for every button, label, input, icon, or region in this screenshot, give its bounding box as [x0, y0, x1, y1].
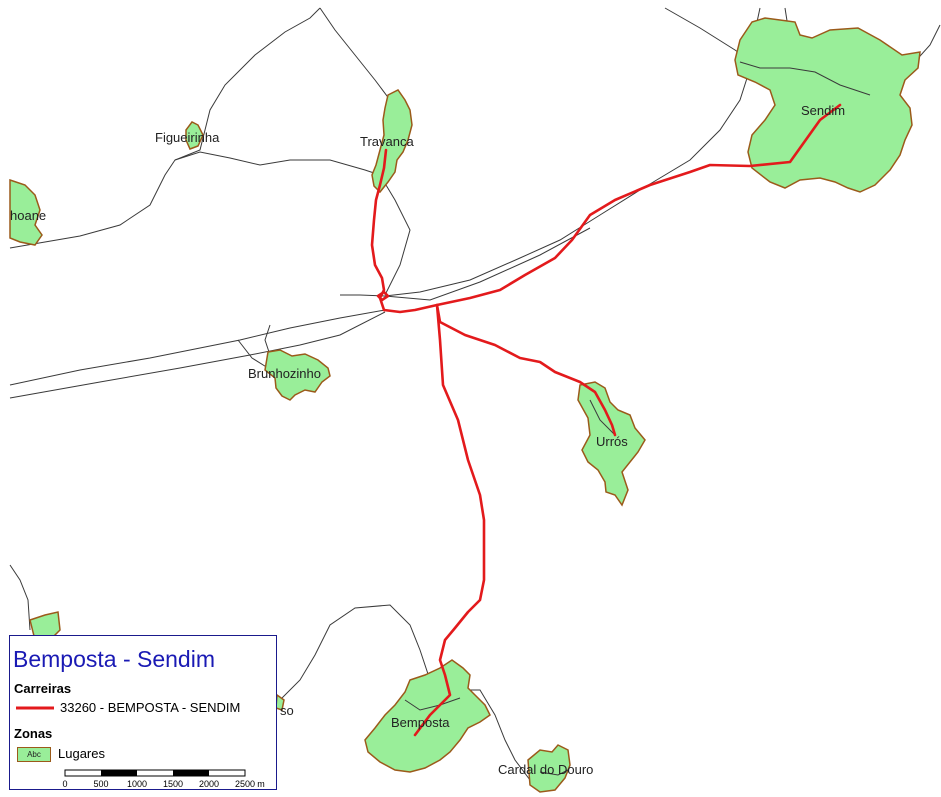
label-travanca: Travanca	[360, 134, 414, 149]
map-legend: Bemposta - Sendim Carreiras 33260 - BEMP…	[9, 635, 277, 790]
label-brunhozinho: Brunhozinho	[248, 366, 321, 381]
place-zones	[9, 17, 921, 793]
legend-route-label: 33260 - BEMPOSTA - SENDIM	[60, 700, 241, 715]
road	[379, 174, 411, 296]
road	[539, 769, 569, 776]
label-urros: Urrós	[596, 434, 628, 449]
legend-section-carreiras: Carreiras	[14, 681, 72, 696]
scale-tick: 0	[62, 779, 67, 789]
zone-urros	[577, 381, 646, 507]
scale-tick: 2000	[199, 779, 219, 789]
road	[384, 227, 591, 301]
route-33260	[370, 103, 842, 737]
scale-unit: m	[257, 779, 265, 789]
zone-figueirinha	[185, 121, 204, 150]
zone-cardal-do-douro	[527, 744, 571, 793]
road	[174, 151, 381, 176]
road	[9, 311, 386, 399]
road	[455, 689, 531, 781]
legend-zone-label: Lugares	[58, 746, 105, 761]
road	[319, 7, 391, 101]
zone-travanca	[371, 89, 413, 194]
road	[9, 7, 321, 249]
scale-tick: 1500	[163, 779, 183, 789]
route-segment-bemposta	[413, 303, 486, 737]
road	[589, 399, 616, 436]
route-line-symbol	[16, 706, 54, 710]
scale-tick: 1000	[127, 779, 147, 789]
zone-hoane	[9, 178, 43, 246]
zone-bemposta	[364, 659, 491, 773]
label-cardal-do-douro: Cardal do Douro	[498, 762, 593, 777]
route-segment-junction-loop	[376, 290, 390, 302]
scale-bar: 0 500 1000 1500 2000 2500 m	[62, 769, 265, 789]
legend-section-zonas: Zonas	[14, 726, 53, 741]
place-labels: Figueirinha Travanca Sendim hoane Brunho…	[10, 103, 845, 777]
road	[237, 339, 269, 369]
road	[739, 61, 871, 96]
legend-title: Bemposta - Sendim	[13, 646, 215, 672]
label-bemposta: Bemposta	[391, 715, 450, 730]
zone-sendim	[734, 17, 921, 193]
zone-roads	[404, 61, 871, 776]
road	[9, 564, 31, 631]
label-sendim: Sendim	[801, 103, 845, 118]
label-figueirinha: Figueirinha	[155, 130, 220, 145]
scale-tick: 500	[93, 779, 108, 789]
road	[404, 697, 461, 711]
zone-brunhozinho	[264, 349, 331, 401]
label-hoane: hoane	[10, 208, 46, 223]
route-segment-sendim	[382, 103, 842, 314]
zone-swatch: Abc	[17, 747, 51, 762]
road	[9, 309, 386, 386]
label-partial-place: so	[280, 703, 294, 718]
route-segment-urros	[435, 303, 617, 437]
road	[279, 604, 441, 701]
scale-tick: 2500	[235, 779, 255, 789]
